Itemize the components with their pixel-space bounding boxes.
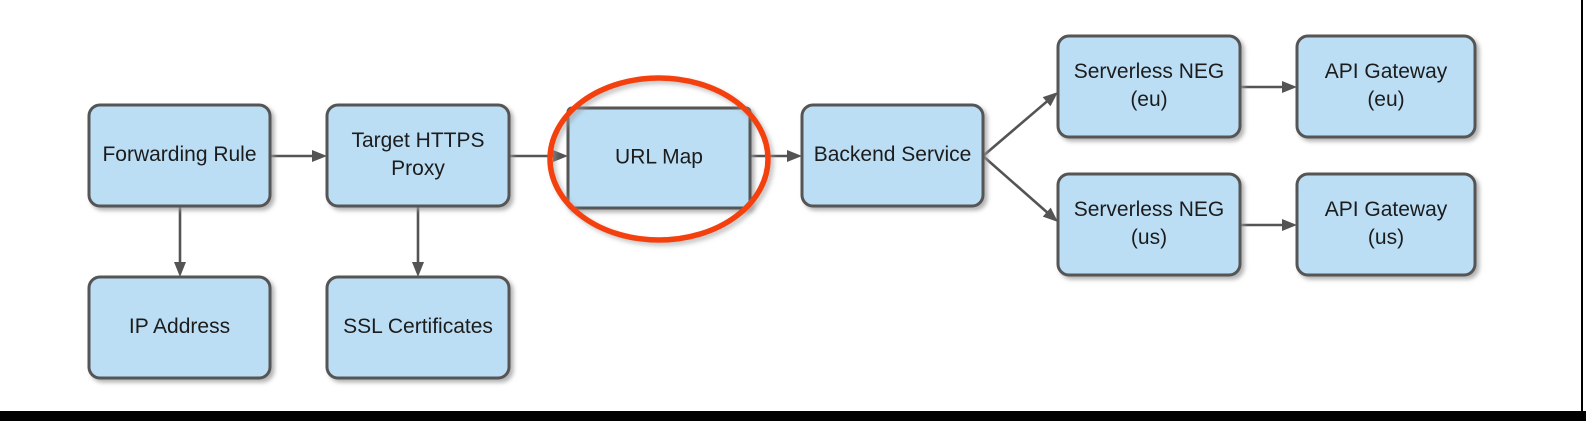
annotations-layer <box>547 75 771 243</box>
node-ssl-certificates-shape[interactable] <box>325 275 511 380</box>
node-target-https-proxy-shape[interactable] <box>325 103 511 208</box>
edge-backend-to-neg-eu-line <box>982 99 1049 157</box>
node-api-gateway-us[interactable]: API Gateway (us) <box>1295 172 1477 277</box>
node-url-map-label: URL Map <box>615 146 703 169</box>
edge-backend-to-neg-us-arrowhead-icon <box>1042 207 1058 222</box>
node-api-gateway-us-label: (us) <box>1368 226 1404 249</box>
node-backend-service-shape[interactable] <box>800 103 985 208</box>
window-bottom-bar <box>0 411 1586 421</box>
node-ip-address[interactable]: IP Address <box>87 275 272 380</box>
node-api-gateway-eu[interactable]: API Gateway (eu) <box>1295 34 1477 139</box>
node-api-gateway-eu-label: (eu) <box>1367 88 1404 111</box>
edge-forwarding-to-ip-arrowhead-icon <box>174 262 186 277</box>
node-target-https-proxy[interactable]: Target HTTPS Proxy <box>325 103 511 208</box>
node-ip-address-shape[interactable] <box>87 275 272 380</box>
node-forwarding-rule-label: Forwarding Rule <box>102 143 256 166</box>
edges-layer <box>174 81 1297 277</box>
node-api-gateway-us-label: API Gateway <box>1325 198 1448 221</box>
edge-proxy-to-ssl <box>412 207 424 277</box>
node-ip-address-label: IP Address <box>129 315 230 338</box>
node-serverless-neg-us-label: (us) <box>1131 226 1167 249</box>
edge-backend-to-neg-us <box>982 155 1058 222</box>
edge-backend-to-neg-us-line <box>982 155 1050 215</box>
node-url-map[interactable]: URL Map <box>566 106 752 210</box>
edge-forwarding-to-ip <box>174 206 186 277</box>
node-api-gateway-eu-shape[interactable] <box>1295 34 1477 139</box>
node-serverless-neg-us-shape[interactable] <box>1056 172 1242 277</box>
node-target-https-proxy-label: Target HTTPS <box>351 129 484 152</box>
edge-forwarding-to-proxy-arrowhead-icon <box>312 150 327 162</box>
url-map-highlight <box>547 75 771 243</box>
edge-urlmap-to-backend <box>750 150 802 162</box>
edge-neg-eu-to-gateway-eu <box>1240 81 1297 93</box>
nodes-layer: Forwarding Rule IP Address Target HTTPS Pro… <box>87 34 1477 380</box>
node-target-https-proxy-label: Proxy <box>391 157 445 180</box>
edge-neg-us-to-gateway-us-arrowhead-icon <box>1282 219 1297 231</box>
node-serverless-neg-eu[interactable]: Serverless NEG (eu) <box>1056 34 1242 139</box>
node-serverless-neg-eu-label: Serverless NEG <box>1074 60 1225 83</box>
edge-proxy-to-ssl-arrowhead-icon <box>412 262 424 277</box>
node-forwarding-rule-shape[interactable] <box>87 103 272 208</box>
node-serverless-neg-us[interactable]: Serverless NEG (us) <box>1056 172 1242 277</box>
edge-backend-to-neg-eu <box>982 92 1058 157</box>
node-backend-service-label: Backend Service <box>814 143 972 166</box>
edge-backend-to-neg-eu-arrowhead-icon <box>1042 92 1058 107</box>
edge-neg-us-to-gateway-us <box>1240 219 1297 231</box>
node-forwarding-rule[interactable]: Forwarding Rule <box>87 103 272 208</box>
node-ssl-certificates-label: SSL Certificates <box>343 315 493 338</box>
node-serverless-neg-us-label: Serverless NEG <box>1074 198 1225 221</box>
node-serverless-neg-eu-label: (eu) <box>1130 88 1167 111</box>
edge-proxy-to-urlmap-arrowhead-icon <box>553 150 568 162</box>
edge-urlmap-to-backend-arrowhead-icon <box>787 150 802 162</box>
node-api-gateway-eu-label: API Gateway <box>1325 60 1448 83</box>
edge-forwarding-to-proxy <box>270 150 327 162</box>
node-backend-service[interactable]: Backend Service <box>800 103 985 208</box>
node-ssl-certificates[interactable]: SSL Certificates <box>325 275 511 380</box>
edge-proxy-to-urlmap <box>509 150 568 162</box>
node-url-map-shape[interactable] <box>566 106 752 210</box>
node-serverless-neg-eu-shape[interactable] <box>1056 34 1242 139</box>
edge-neg-eu-to-gateway-eu-arrowhead-icon <box>1282 81 1297 93</box>
node-api-gateway-us-shape[interactable] <box>1295 172 1477 277</box>
